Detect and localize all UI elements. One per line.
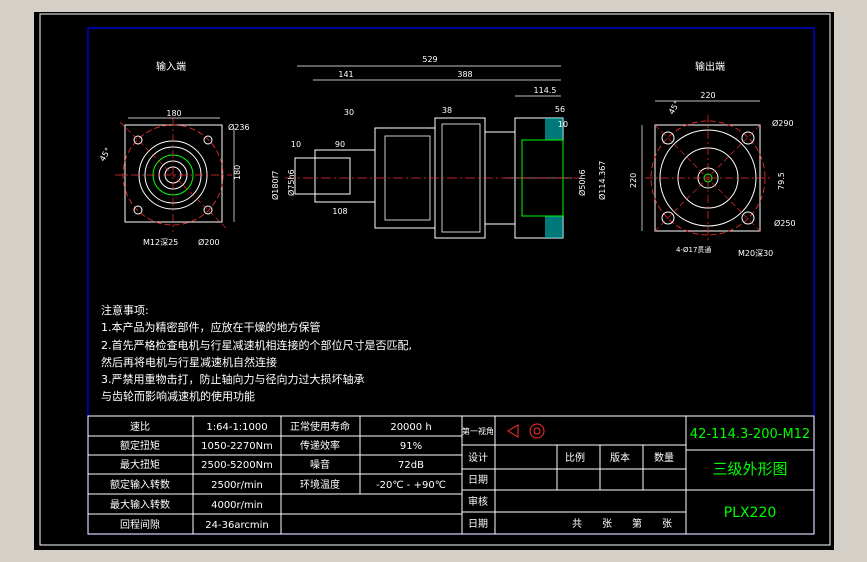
spec-table xyxy=(87,415,463,535)
technical-notes: 注意事项: 1.本产品为精密部件，应放在干燥的地方保管 2.首先严格检查电机与行… xyxy=(101,303,412,403)
date-label: 日期 xyxy=(468,474,488,486)
spec-value: 4000r/min xyxy=(211,500,263,511)
spec-value: 1:64-1:1000 xyxy=(206,422,267,433)
note-line: 2.首先严格检查电机与行星减速机相连接的个部位尺寸是否匹配, xyxy=(101,338,412,352)
output-bolt-hole xyxy=(661,131,675,145)
output-bolt-hole xyxy=(741,131,755,145)
spec-value: 2500r/min xyxy=(211,480,263,491)
input-end-view: 180 Ø236 45° 180 M12深25 Ø200 xyxy=(98,109,250,247)
spec-label: 额定扭矩 xyxy=(120,439,160,452)
output-outer-circle xyxy=(659,129,757,227)
first-angle-label: 第一视角 xyxy=(462,426,494,436)
spec-value: 1050-2270Nm xyxy=(201,441,273,452)
projection-circle-icon xyxy=(529,423,545,439)
output-dim-290: Ø290 xyxy=(772,118,794,128)
output-dim-250: Ø250 xyxy=(774,218,796,228)
spec-value: 20000 h xyxy=(390,422,431,433)
input-thread-note: M12深25 xyxy=(143,238,178,247)
dim-75h6: Ø75h6 xyxy=(286,169,296,196)
output-dim-220: 220 xyxy=(700,91,715,100)
dim-180f7: Ø180f7 xyxy=(270,171,280,200)
spec-value: -20℃ - +90℃ xyxy=(376,480,446,491)
note-line: 1.本产品为精密部件，应放在干燥的地方保管 xyxy=(101,320,321,334)
title-block-text: 第一视角 42-114.3-200-M12 设计 比例 版本 数量 三级外形图 … xyxy=(462,423,810,530)
output-holes-note: 4-Ø17贯通 xyxy=(676,245,711,254)
output-hatch-bottom xyxy=(545,216,563,238)
output-end-view: 220 45° Ø290 220 79.5 Ø250 4-Ø17贯通 M20深3… xyxy=(629,91,796,258)
ratio-label: 比例 xyxy=(565,451,585,464)
spec-label: 额定输入转数 xyxy=(110,478,170,491)
spec-label: 噪音 xyxy=(310,458,330,471)
dim-529: 529 xyxy=(422,55,437,64)
output-dim-220v: 220 xyxy=(629,173,638,188)
date-label: 日期 xyxy=(468,518,488,530)
output-dim-79-5: 79.5 xyxy=(777,172,786,190)
sheet-background xyxy=(34,12,834,550)
input-bolt-hole xyxy=(203,205,213,215)
title-block-frame xyxy=(461,415,815,535)
note-line: 然后再将电机与行星减速机自然连接 xyxy=(101,355,277,369)
review-label: 审核 xyxy=(468,495,488,508)
spec-label: 速比 xyxy=(130,421,150,433)
spec-label: 正常使用寿命 xyxy=(290,420,350,433)
quantity-label: 数量 xyxy=(654,451,674,464)
dim-114-367: Ø114.367 xyxy=(597,161,607,200)
input-dim-200: Ø200 xyxy=(198,237,220,247)
output-thread-note: M20深30 xyxy=(738,249,773,258)
side-view: 529 141 388 114.5 30 38 56 10 10 90 108 … xyxy=(270,55,607,239)
input-diag-line xyxy=(119,121,227,229)
dim-56: 56 xyxy=(555,105,565,114)
output-end-title: 输出端 xyxy=(695,60,725,73)
spec-value: 72dB xyxy=(398,460,424,471)
spec-label: 回程间隙 xyxy=(120,518,160,531)
input-end-title: 输入端 xyxy=(156,60,186,73)
note-line: 3.严禁用重物击打，防止轴向力与径向力过大损坏轴承 xyxy=(101,372,365,386)
output-diag-line xyxy=(654,124,761,232)
outer-frame xyxy=(39,13,831,546)
spec-label: 传递效率 xyxy=(300,439,340,452)
input-bolt-hole xyxy=(133,205,143,215)
sheet-total-label: 共 xyxy=(572,518,582,530)
input-bolt-hole xyxy=(133,135,143,145)
spec-value: 2500-5200Nm xyxy=(201,460,273,471)
spec-value: 24-36arcmin xyxy=(205,520,268,531)
input-dim-180v: 180 xyxy=(233,165,242,180)
title-block xyxy=(461,415,815,535)
drawing-name: 三级外形图 xyxy=(712,460,787,478)
note-line: 与齿轮而影响减速机的使用功能 xyxy=(101,389,255,403)
sheet-label: 张 xyxy=(602,518,612,530)
spec-value: 91% xyxy=(400,441,422,452)
output-bolt-hole xyxy=(661,211,675,225)
dim-108: 108 xyxy=(332,207,347,216)
page-label: 张 xyxy=(662,518,672,530)
version-label: 版本 xyxy=(610,451,630,464)
spec-label: 最大扭矩 xyxy=(120,458,160,471)
output-bolt-hole xyxy=(741,211,755,225)
dim-30: 30 xyxy=(344,108,354,117)
dim-10a: 10 xyxy=(291,140,301,149)
input-shaft xyxy=(294,157,351,195)
sheet-no-label: 第 xyxy=(632,517,642,530)
projection-inner-icon xyxy=(533,427,541,435)
drawing-code: 42-114.3-200-M12 xyxy=(690,427,810,442)
input-dim-180: 180 xyxy=(166,109,181,118)
dim-388: 388 xyxy=(457,70,472,79)
notes-title: 注意事项: xyxy=(101,303,149,317)
input-dim-236: Ø236 xyxy=(228,122,250,132)
design-label: 设计 xyxy=(468,451,488,464)
dim-38: 38 xyxy=(442,106,452,115)
dim-141: 141 xyxy=(338,70,353,79)
dim-90: 90 xyxy=(335,140,345,149)
input-bolt-hole xyxy=(203,135,213,145)
projection-symbol-icon xyxy=(507,424,519,438)
model-number: PLX220 xyxy=(724,505,777,521)
dim-114-5: 114.5 xyxy=(534,86,557,95)
spec-label: 环境温度 xyxy=(300,478,340,491)
dim-10b: 10 xyxy=(558,120,568,129)
spec-label: 最大输入转数 xyxy=(110,498,170,511)
output-hatch-top xyxy=(545,118,563,140)
spec-table-text: 速比 1:64-1:1000 正常使用寿命 20000 h 额定扭矩 1050-… xyxy=(110,420,446,531)
dim-50h6: Ø50h6 xyxy=(577,169,587,196)
